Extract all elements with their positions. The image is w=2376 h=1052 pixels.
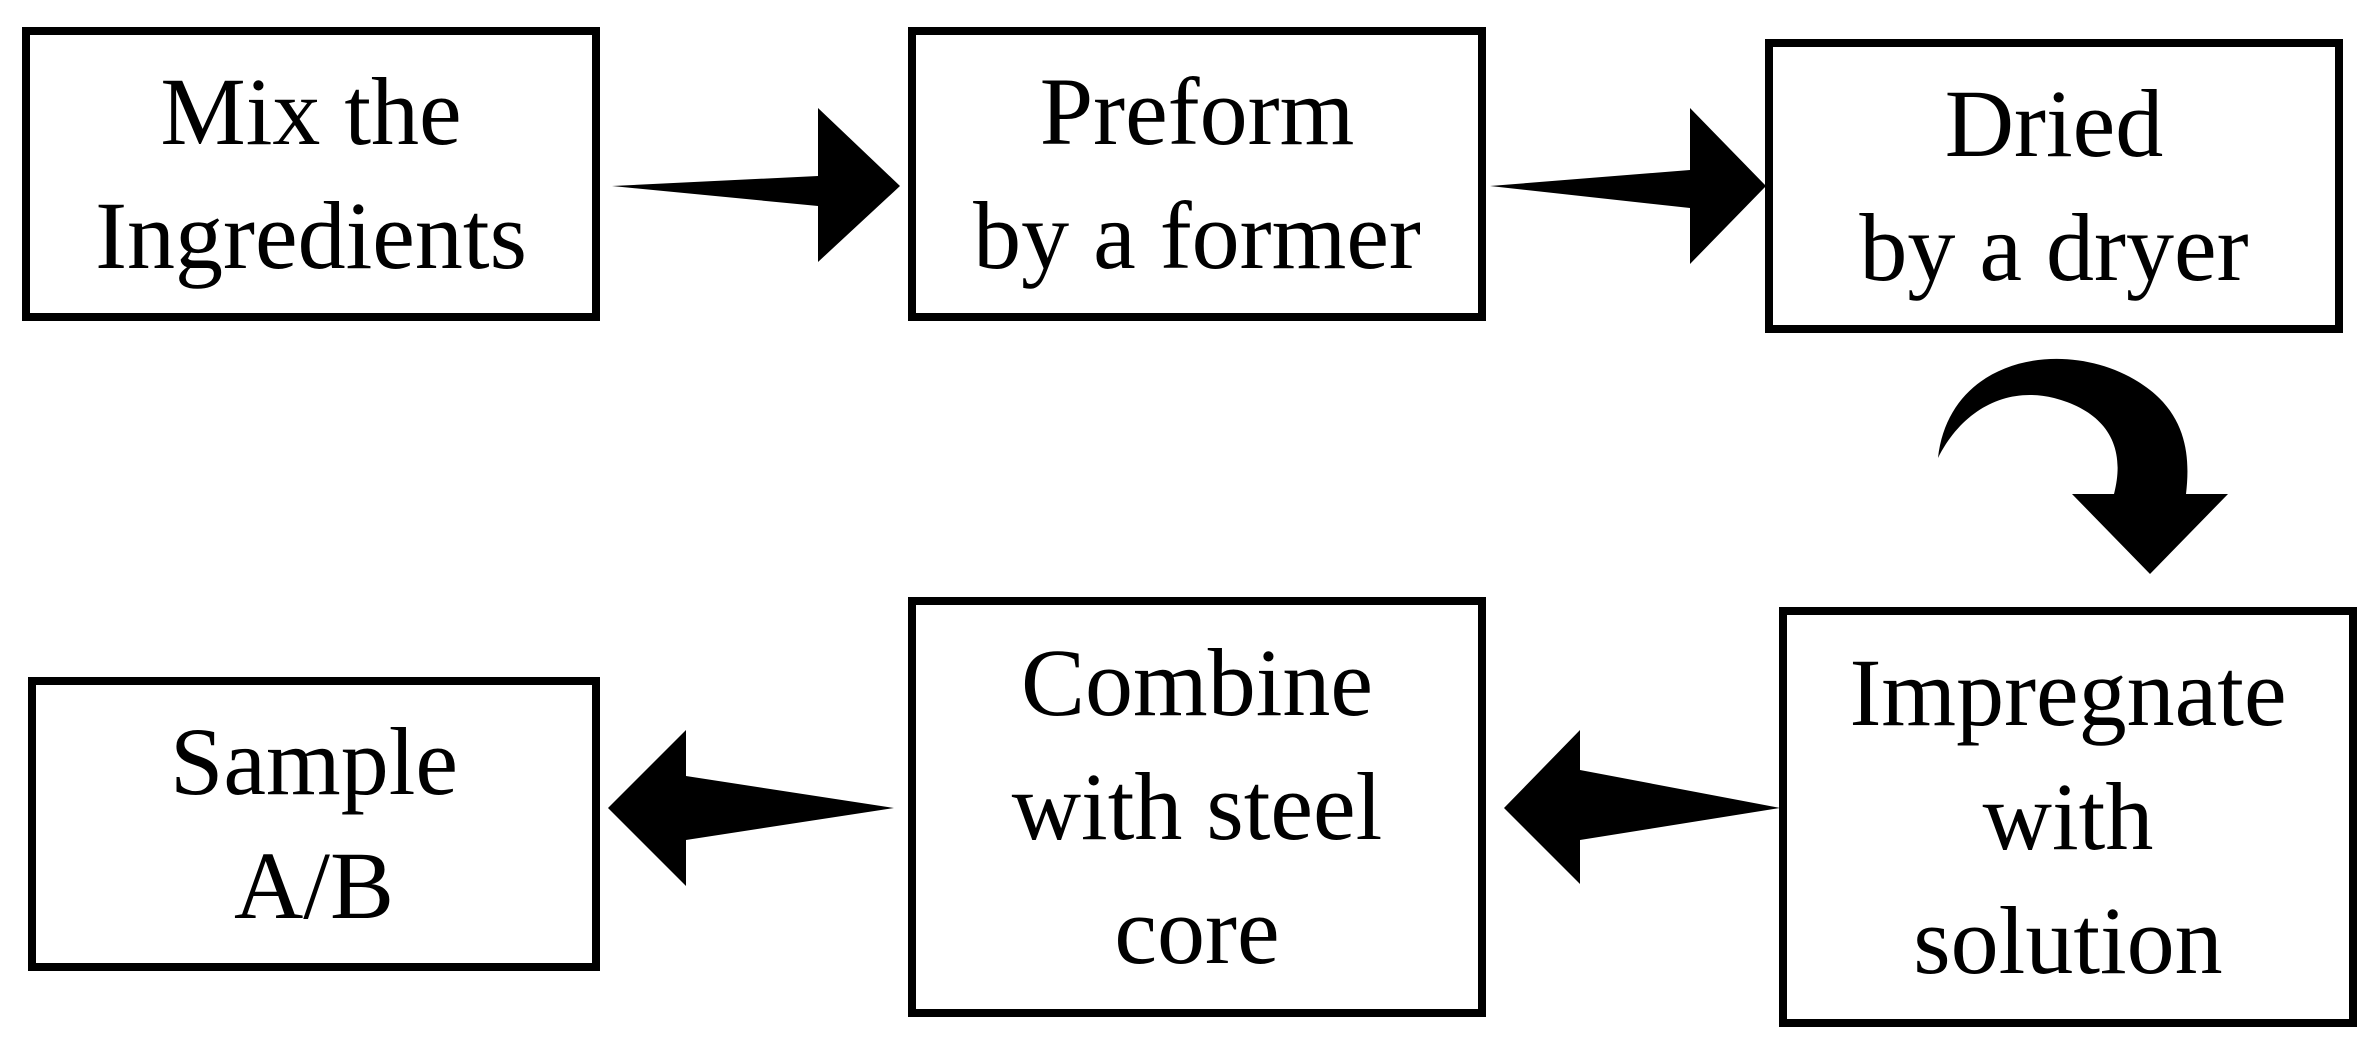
step-mix-ingredients: Mix the Ingredients	[22, 27, 600, 321]
step-text-line: solution	[1913, 887, 2223, 994]
step-text-line: by a dryer	[1859, 194, 2249, 301]
step-preform: Preform by a former	[908, 27, 1486, 321]
step-impregnate-label: Impregnate with solution	[1849, 631, 2286, 1003]
step-text-line: Mix the	[160, 58, 462, 165]
step-dried-label: Dried by a dryer	[1859, 62, 2248, 310]
step-mix-ingredients-label: Mix the Ingredients	[95, 50, 527, 298]
step-text-line: Preform	[1039, 58, 1355, 165]
arrow-left-icon	[1504, 730, 1780, 884]
step-dried: Dried by a dryer	[1765, 39, 2343, 333]
step-impregnate: Impregnate with solution	[1779, 607, 2357, 1027]
step-text-line: core	[1114, 877, 1280, 984]
step-text-line: Dried	[1944, 70, 2164, 177]
step-combine-label: Combine with steel core	[1012, 621, 1383, 993]
step-sample-label: Sample A/B	[170, 700, 458, 948]
step-text-line: by a former	[973, 182, 1421, 289]
step-text-line: with steel	[1011, 753, 1383, 860]
arrow-curved-down-icon	[1938, 358, 2228, 574]
step-text-line: with	[1982, 763, 2154, 870]
step-text-line: A/B	[233, 832, 394, 939]
step-sample: Sample A/B	[28, 677, 600, 971]
arrow-right-icon	[612, 108, 900, 262]
step-preform-label: Preform by a former	[973, 50, 1421, 298]
arrow-left-icon	[608, 730, 894, 886]
step-combine: Combine with steel core	[908, 597, 1486, 1017]
step-text-line: Impregnate	[1849, 639, 2287, 746]
step-text-line: Combine	[1021, 629, 1373, 736]
step-text-line: Ingredients	[95, 182, 527, 289]
arrow-right-icon	[1490, 108, 1766, 264]
step-text-line: Sample	[170, 708, 458, 815]
